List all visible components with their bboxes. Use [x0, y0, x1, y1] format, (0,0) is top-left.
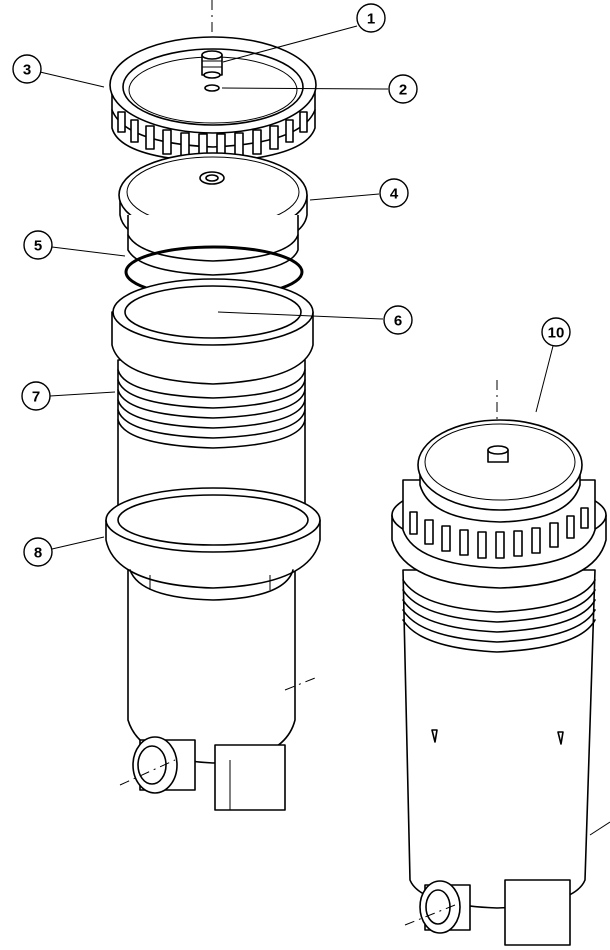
- assembled-ribs: [409, 507, 589, 559]
- svg-text:5: 5: [34, 238, 42, 255]
- assembled-filter-part-10: [391, 380, 610, 946]
- callout-4: 4: [379, 178, 409, 208]
- svg-text:6: 6: [394, 313, 402, 330]
- callout-3: 3: [12, 54, 42, 84]
- exploded-assembly: [105, 0, 321, 811]
- svg-text:2: 2: [399, 82, 407, 99]
- tank-body-part-7: [111, 278, 314, 521]
- callout-7: 7: [21, 381, 51, 411]
- svg-text:3: 3: [23, 62, 31, 79]
- callout-5: 5: [23, 230, 53, 260]
- assembled-threads: [402, 579, 596, 653]
- callout-6: 6: [383, 305, 413, 335]
- callout-1: 1: [356, 3, 386, 33]
- callout-2: 2: [388, 74, 418, 104]
- bottom-housing-part-8: [105, 487, 321, 811]
- callout-10: 10: [541, 317, 571, 347]
- leader-lines: [39, 25, 554, 550]
- tank-threads: [117, 369, 306, 449]
- air-relief-valve-part-1: [201, 50, 223, 79]
- svg-text:4: 4: [390, 186, 399, 203]
- valve-o-ring-part-2: [204, 84, 220, 92]
- svg-text:10: 10: [548, 325, 565, 342]
- callout-8: 8: [23, 537, 53, 567]
- svg-text:8: 8: [34, 545, 42, 562]
- lock-ring-ribs: [117, 111, 308, 160]
- tank-lid-part-4: [118, 152, 308, 276]
- svg-text:1: 1: [367, 11, 375, 28]
- svg-text:7: 7: [32, 389, 40, 406]
